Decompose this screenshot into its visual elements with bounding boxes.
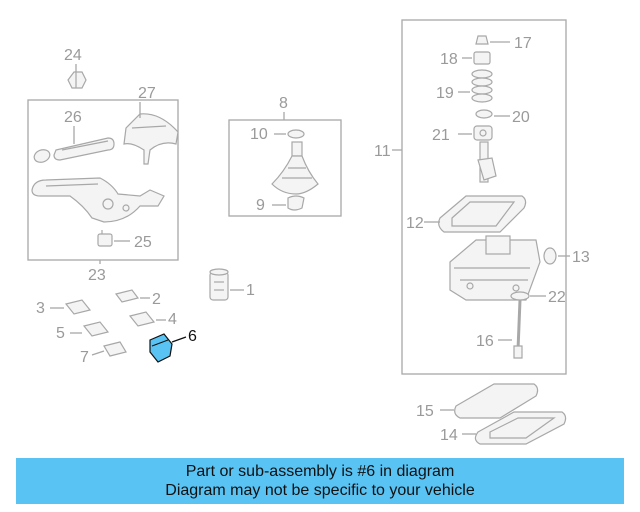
part-15-plate bbox=[440, 383, 539, 419]
part-6-highlighted bbox=[149, 333, 187, 363]
callout-2: 2 bbox=[152, 291, 161, 308]
part-10-ring bbox=[274, 129, 305, 139]
part-11-shift-lever bbox=[477, 141, 497, 183]
callout-5: 5 bbox=[56, 325, 65, 342]
part-21-pivot bbox=[458, 125, 493, 141]
callout-11: 11 bbox=[374, 143, 391, 160]
callout-1: 1 bbox=[246, 282, 255, 299]
group-box-11 bbox=[401, 19, 567, 375]
part-24-nut bbox=[67, 64, 87, 89]
part-13-grommet bbox=[543, 247, 570, 265]
callout-27: 27 bbox=[138, 85, 156, 102]
group-box-8 bbox=[228, 119, 342, 217]
callout-6: 6 bbox=[188, 328, 197, 345]
part-17-cap bbox=[475, 35, 510, 45]
callout-23: 23 bbox=[88, 267, 106, 284]
callout-10: 10 bbox=[250, 126, 268, 143]
group-box-23 bbox=[27, 99, 179, 261]
part-11-shifter-housing bbox=[449, 235, 541, 301]
callout-19: 19 bbox=[436, 85, 454, 102]
part-1-sleeve bbox=[209, 268, 244, 301]
part-18-bushing bbox=[462, 51, 491, 65]
callout-15: 15 bbox=[416, 403, 434, 420]
part-23-brake-lever bbox=[31, 177, 165, 223]
callout-24: 24 bbox=[64, 47, 82, 64]
callout-3: 3 bbox=[36, 300, 45, 317]
part-5-clip bbox=[70, 321, 110, 337]
part-19-spring bbox=[458, 69, 493, 103]
callout-16: 16 bbox=[476, 333, 494, 350]
banner-line-1: Part or sub-assembly is #6 in diagram bbox=[185, 463, 455, 480]
callout-18: 18 bbox=[440, 51, 458, 68]
callout-22: 22 bbox=[548, 289, 566, 306]
callout-9: 9 bbox=[256, 197, 265, 214]
part-16-rod bbox=[498, 299, 523, 359]
part-25-bracket bbox=[97, 230, 130, 247]
banner-line-2: Diagram may not be specific to your vehi… bbox=[165, 482, 475, 499]
callout-14: 14 bbox=[440, 427, 458, 444]
callout-4: 4 bbox=[168, 311, 177, 328]
callout-25: 25 bbox=[134, 234, 152, 251]
callout-8: 8 bbox=[279, 95, 288, 112]
callout-13: 13 bbox=[572, 249, 590, 266]
part-9-cap bbox=[272, 195, 305, 211]
parts-diagram: 24 26 27 25 23 8 10 bbox=[27, 19, 590, 445]
part-2-clip bbox=[114, 289, 150, 303]
part-3-clip bbox=[50, 299, 92, 315]
part-7-clip bbox=[91, 341, 127, 357]
part-4-clip bbox=[128, 311, 166, 327]
part-14-gasket bbox=[462, 411, 567, 445]
part-12-gasket bbox=[424, 195, 527, 233]
callout-17: 17 bbox=[514, 35, 532, 52]
part-20-washer bbox=[475, 109, 510, 119]
info-banner: Part or sub-assembly is #6 in diagram Di… bbox=[16, 458, 624, 504]
callout-21: 21 bbox=[432, 127, 450, 144]
callout-12: 12 bbox=[406, 215, 424, 232]
callout-26: 26 bbox=[64, 109, 82, 126]
part-26-handle-grip bbox=[33, 126, 115, 163]
callout-7: 7 bbox=[80, 349, 89, 366]
part-27-cover bbox=[123, 102, 179, 165]
part-8-shift-boot bbox=[271, 141, 319, 195]
callout-20: 20 bbox=[512, 109, 530, 126]
